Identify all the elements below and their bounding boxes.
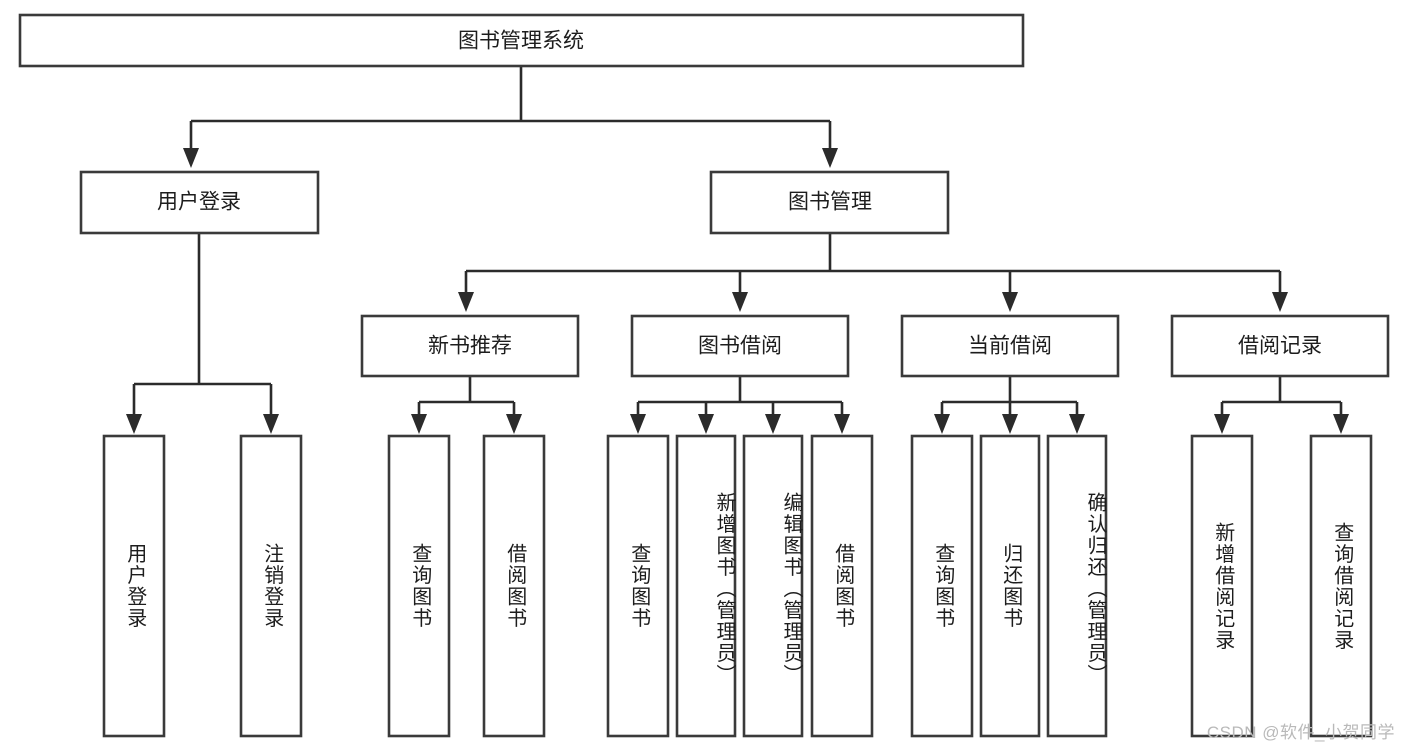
arrowhead-icon	[1069, 414, 1085, 434]
leaf-box-borrow-book-2[interactable]	[810, 434, 874, 738]
arrowhead-icon	[834, 414, 850, 434]
arrowhead-icon	[506, 414, 522, 434]
node-borrow-record[interactable]: 借阅记录	[1170, 314, 1390, 378]
node-current-borrow[interactable]: 当前借阅	[900, 314, 1120, 378]
leaf-box-query-book-3[interactable]	[910, 434, 974, 738]
arrowhead-icon	[1214, 414, 1230, 434]
node-book-borrow-label: 图书借阅	[698, 335, 782, 358]
leaf-box-return-book[interactable]	[979, 434, 1041, 738]
leaf-box-user-login[interactable]	[102, 434, 166, 738]
node-book-management-box[interactable]	[709, 170, 950, 235]
node-borrow-record-label: 借阅记录	[1238, 335, 1322, 358]
leaf-box-confirm-return[interactable]	[1046, 434, 1108, 738]
node-current-borrow-label: 当前借阅	[968, 335, 1052, 358]
connector-currentborrow-to-leaves	[940, 376, 1079, 421]
leaf-box-borrow-book-1[interactable]	[482, 434, 546, 738]
connector-userlogin-to-leaves	[132, 233, 273, 421]
arrowhead-icon	[630, 414, 646, 434]
node-new-book-recommend-label: 新书推荐	[428, 335, 512, 358]
node-borrow-record-box[interactable]	[1170, 314, 1390, 378]
leaf-box-add-book[interactable]	[675, 434, 737, 738]
leaf-boxes-group	[102, 434, 1373, 738]
connectors-group	[132, 67, 1343, 421]
arrowhead-icon	[1272, 292, 1288, 312]
connector-bookborrow-to-leaves	[636, 376, 844, 421]
leaf-box-query-borrow-record[interactable]	[1309, 434, 1373, 738]
leaf-box-logout-login[interactable]	[239, 434, 303, 738]
arrowhead-icon	[765, 414, 781, 434]
node-user-login-box[interactable]	[79, 170, 320, 235]
leaf-box-edit-book[interactable]	[742, 434, 804, 738]
arrowhead-icon	[263, 414, 279, 434]
node-book-management-label: 图书管理	[788, 191, 872, 214]
node-book-borrow-box[interactable]	[630, 314, 850, 378]
arrowhead-icon	[411, 414, 427, 434]
csdn-watermark: CSDN @软件_小贺同学	[1206, 723, 1395, 742]
arrowhead-icon	[183, 148, 199, 168]
node-root[interactable]: 图书管理系统	[18, 13, 1025, 68]
connector-borrowrecord-to-leaves	[1220, 376, 1343, 421]
connector-newbook-to-leaves	[417, 376, 516, 421]
leaf-box-query-book-2[interactable]	[606, 434, 670, 738]
arrowhead-icon	[934, 414, 950, 434]
arrowhead-icon	[732, 292, 748, 312]
arrowhead-icon	[822, 148, 838, 168]
arrowhead-icon	[1333, 414, 1349, 434]
node-user-login[interactable]: 用户登录	[79, 170, 320, 235]
node-user-login-label: 用户登录	[157, 191, 241, 214]
arrowhead-icon	[1002, 292, 1018, 312]
arrowheads-group	[126, 148, 1349, 434]
arrowhead-icon	[698, 414, 714, 434]
node-root-box[interactable]	[18, 13, 1025, 68]
node-book-management[interactable]: 图书管理	[709, 170, 950, 235]
leaf-box-add-borrow-record[interactable]	[1190, 434, 1254, 738]
node-book-borrow[interactable]: 图书借阅	[630, 314, 850, 378]
arrowhead-icon	[126, 414, 142, 434]
connector-root-to-level2	[189, 67, 832, 156]
arrowhead-icon	[458, 292, 474, 312]
arrowhead-icon	[1002, 414, 1018, 434]
node-current-borrow-box[interactable]	[900, 314, 1120, 378]
leaf-box-query-book-1[interactable]	[387, 434, 451, 738]
node-root-label: 图书管理系统	[458, 30, 584, 53]
connector-bookmgmt-to-level3	[464, 233, 1282, 300]
node-new-book-recommend[interactable]: 新书推荐	[360, 314, 580, 378]
node-new-book-recommend-box[interactable]	[360, 314, 580, 378]
